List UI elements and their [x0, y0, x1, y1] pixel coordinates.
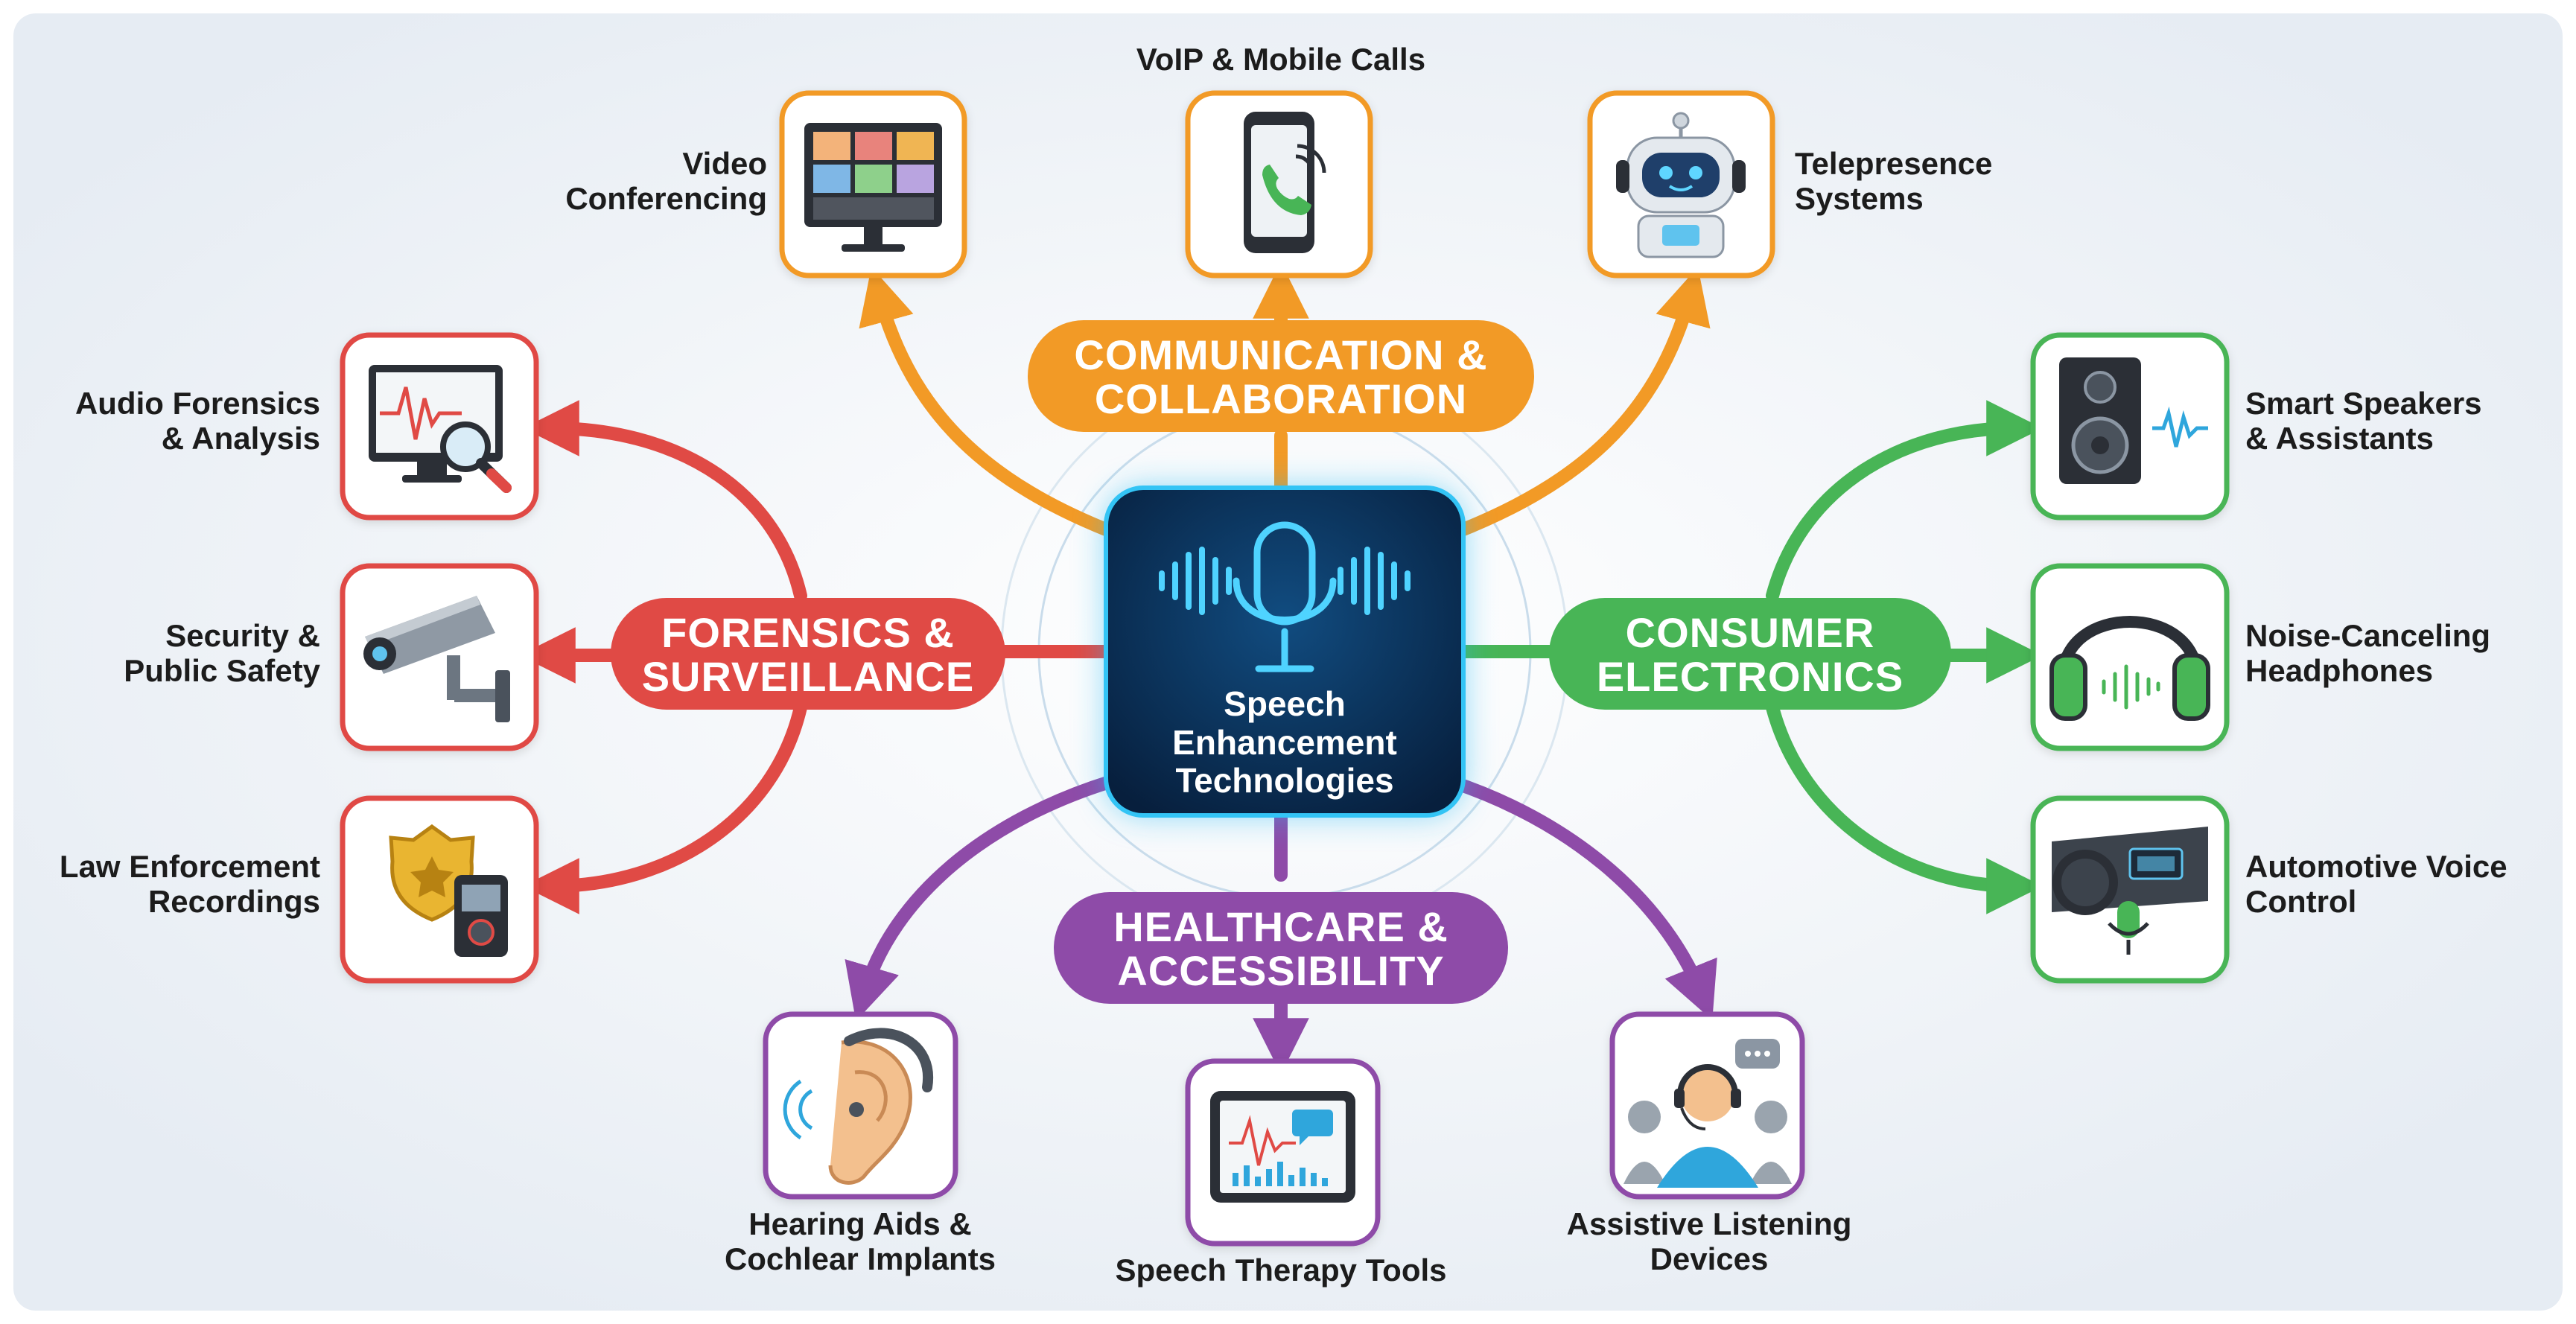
- security-camera-icon: [363, 596, 510, 722]
- police-badge-recorder-icon: [389, 824, 508, 957]
- item-telepresence-box: [1587, 90, 1775, 279]
- smart-speaker-icon: [2059, 357, 2208, 484]
- item-label-security: Security & Public Safety: [124, 618, 320, 689]
- item-security-box: [340, 563, 539, 751]
- item-label-telepresence: Telepresence Systems: [1795, 146, 1993, 217]
- hub-label-consumer: CONSUMER ELECTRONICS: [1596, 609, 1904, 701]
- item-label-smart-speakers: Smart Speakers & Assistants: [2245, 386, 2482, 456]
- item-label-voip-mobile: VoIP & Mobile Calls: [1136, 42, 1426, 77]
- center-label: Speech Enhancement Technologies: [1172, 684, 1397, 801]
- item-video-conferencing-box: [779, 90, 967, 279]
- item-label-automotive: Automotive Voice Control: [2245, 849, 2507, 920]
- center-node: [1104, 486, 1466, 818]
- hub-label-forensics: FORENSICS & SURVEILLANCE: [641, 609, 975, 701]
- hub-pill-consumer: [1549, 598, 1951, 710]
- item-voip-mobile-box: [1185, 90, 1373, 279]
- item-assistive-listening-box: [1609, 1011, 1805, 1200]
- item-label-speech-therapy: Speech Therapy Tools: [1115, 1253, 1447, 1288]
- microphone-soundwave-icon: [1159, 521, 1411, 672]
- item-headphones-box: [2030, 563, 2230, 751]
- smartphone-call-icon: [1244, 112, 1326, 253]
- hub-pill-healthcare: [1054, 892, 1508, 1004]
- hub-pill-communication: [1028, 320, 1534, 432]
- connectors-consumer: [1457, 400, 2043, 914]
- item-label-law-enforcement: Law Enforcement Recordings: [59, 849, 320, 920]
- hub-label-healthcare: HEALTHCARE & ACCESSIBILITY: [1113, 903, 1448, 995]
- person-headset-icon: [1623, 1039, 1792, 1188]
- item-smart-speaker-box: [2030, 332, 2230, 521]
- hearing-aid-ear-icon: [783, 1028, 934, 1185]
- item-label-audio-forensics: Audio Forensics & Analysis: [74, 386, 320, 456]
- headphones-icon: [2049, 616, 2210, 721]
- item-speech-therapy-box: [1185, 1058, 1381, 1247]
- item-label-assistive-listening: Assistive Listening Devices: [1566, 1206, 1852, 1277]
- item-law-enforcement-box: [340, 795, 539, 984]
- item-audio-forensics-box: [340, 332, 539, 521]
- car-dashboard-mic-icon: [2052, 827, 2208, 955]
- item-label-hearing-aids: Hearing Aids & Cochlear Implants: [724, 1206, 996, 1277]
- waveform-magnifier-monitor-icon: [369, 365, 512, 493]
- robot-icon: [1616, 112, 1746, 258]
- hub-pill-forensics: [611, 598, 1005, 710]
- video-conference-monitor-icon: [804, 123, 942, 252]
- item-label-video-conferencing: Video Conferencing: [565, 146, 767, 217]
- tablet-waveform-icon: [1210, 1091, 1355, 1203]
- connectors-forensics: [519, 400, 1113, 914]
- item-automotive-box: [2030, 795, 2230, 984]
- hub-label-communication: COMMUNICATION & COLLABORATION: [1074, 331, 1488, 423]
- connectors-healthcare: [845, 775, 1717, 1075]
- item-hearing-aids-box: [763, 1011, 958, 1200]
- item-label-headphones: Noise-Canceling Headphones: [2245, 618, 2491, 689]
